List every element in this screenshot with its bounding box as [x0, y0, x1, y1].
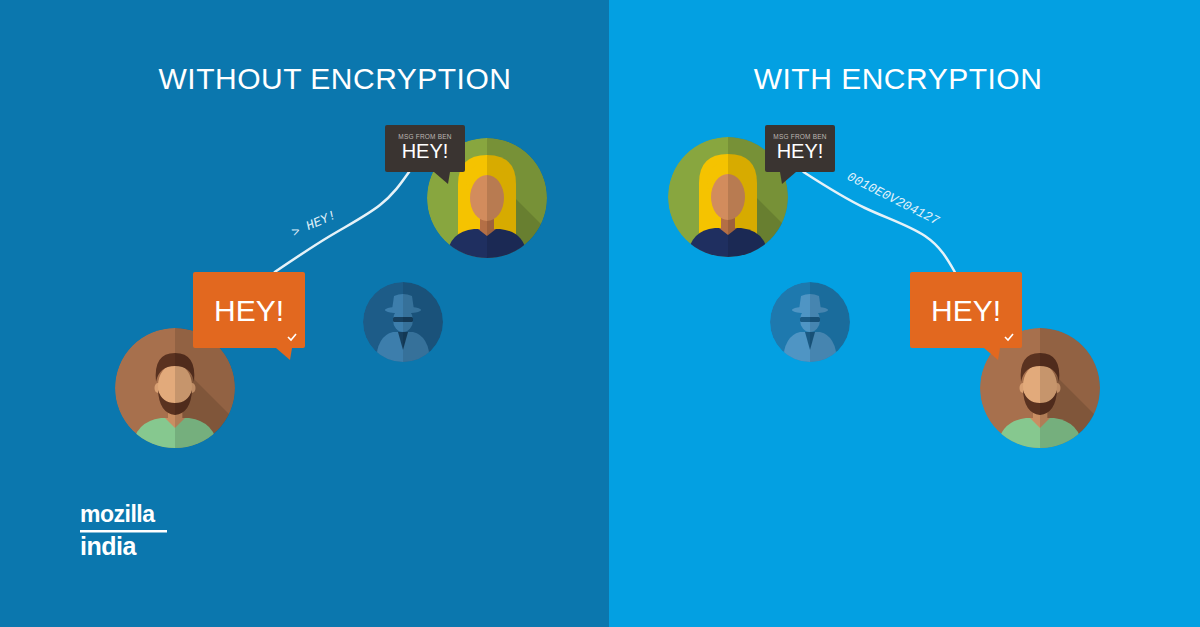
message-text: HEY!: [777, 140, 824, 163]
bubble-tail: [984, 348, 1000, 360]
message-text: HEY!: [931, 294, 1001, 327]
path-label: > HEY!: [290, 208, 339, 241]
bubble-tail: [434, 172, 450, 184]
delivered-check: [288, 334, 296, 340]
delivered-check: [1005, 334, 1013, 340]
sender-tag: MSG FROM BEN: [773, 134, 826, 141]
message-bubble: MSG FROM BENHEY!: [385, 125, 465, 172]
bubble-tail: [276, 348, 292, 360]
illustration-part: [363, 282, 443, 362]
panel-heading: WITH ENCRYPTION: [754, 64, 1043, 94]
left-panel: [0, 0, 609, 627]
chat-bubble: HEY!: [910, 272, 1022, 348]
message-text: HEY!: [214, 294, 284, 327]
logo-text: mozilla: [80, 503, 154, 526]
illustration-part: [403, 282, 443, 362]
receiver-avatar: [427, 138, 547, 260]
delivered-check: [1004, 333, 1014, 341]
delivered-check: [287, 333, 297, 341]
message-bubble: MSG FROM BENHEY!: [765, 125, 835, 172]
eavesdropper-avatar: [363, 282, 443, 364]
bubble-tail: [780, 172, 796, 184]
illustration-part: [770, 282, 850, 362]
path-label: 0010E0V204127: [844, 169, 941, 228]
sender-avatar: [980, 328, 1100, 450]
bubble-tail: [780, 172, 796, 184]
logo-bar: [80, 530, 167, 533]
chat-bubble: HEY!: [193, 272, 305, 348]
right-panel: [609, 0, 1200, 627]
bubble-tail: [984, 348, 1000, 360]
bubble-tail: [276, 348, 292, 360]
logo-text: india: [80, 534, 136, 559]
message-path: [275, 172, 409, 272]
message-path: [804, 172, 955, 272]
message-text: HEY!: [402, 140, 449, 163]
illustration-part: [810, 282, 850, 362]
eavesdropper-avatar: [770, 282, 850, 364]
bubble-tail: [434, 172, 450, 184]
receiver-avatar: [668, 137, 788, 259]
sender-avatar: [115, 328, 235, 450]
panel-heading: WITHOUT ENCRYPTION: [159, 64, 512, 94]
sender-tag: MSG FROM BEN: [398, 134, 451, 141]
